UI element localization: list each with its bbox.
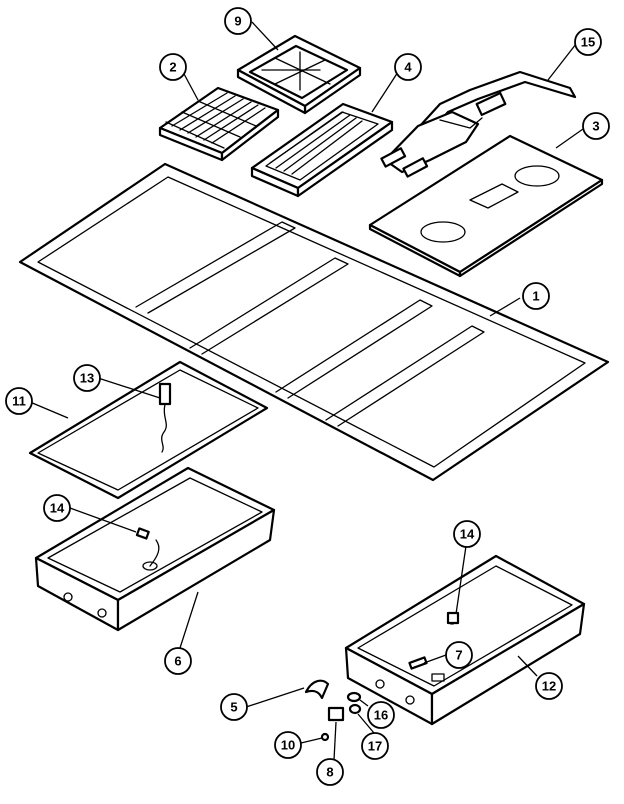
callout-7: 7: [445, 641, 473, 669]
plug-part-14-left: [135, 527, 150, 540]
callout-12: 12: [535, 672, 563, 700]
svg-text:6: 6: [174, 654, 181, 669]
burner-top-panel: [368, 134, 604, 278]
bracket-part-5: [304, 679, 330, 700]
svg-text:14: 14: [50, 501, 65, 516]
callout-2: 2: [159, 53, 187, 81]
svg-text:4: 4: [404, 60, 412, 75]
plug-part-14-right: [446, 611, 460, 625]
main-top-frame: [18, 162, 610, 482]
svg-text:15: 15: [581, 35, 595, 50]
leader-lines: [29, 21, 584, 761]
svg-text:10: 10: [281, 738, 295, 753]
right-drip-pan: [344, 554, 586, 726]
knob-part-16: [346, 691, 362, 703]
svg-text:3: 3: [592, 119, 599, 134]
callout-4: 4: [394, 53, 422, 81]
grill-cartridge: [250, 102, 394, 198]
callout-13: 13: [73, 364, 101, 392]
switch-part-8: [327, 706, 345, 722]
burner-grate: [236, 34, 362, 115]
burner-assembly: [380, 70, 577, 178]
callout-14-right: 14: [453, 520, 481, 548]
svg-text:17: 17: [368, 739, 382, 754]
callout-9: 9: [224, 7, 252, 35]
screw-part-7: [408, 656, 428, 670]
callout-15: 15: [574, 28, 602, 56]
svg-text:1: 1: [532, 289, 539, 304]
svg-text:9: 9: [234, 14, 241, 29]
callout-3: 3: [582, 112, 610, 140]
svg-text:7: 7: [455, 648, 462, 663]
left-drip-pan: [34, 466, 276, 632]
callout-16: 16: [367, 701, 395, 729]
callout-17: 17: [361, 732, 389, 760]
svg-text:11: 11: [12, 394, 26, 409]
wire-sensor: [158, 382, 172, 453]
callout-8: 8: [316, 758, 344, 786]
callout-6: 6: [164, 647, 192, 675]
cover-panel: [28, 360, 269, 500]
svg-text:14: 14: [460, 527, 475, 542]
callout-1: 1: [522, 282, 550, 310]
callout-5: 5: [220, 693, 248, 721]
grill-grate: [158, 86, 280, 162]
callout-10: 10: [274, 731, 302, 759]
screw-part-10: [320, 732, 330, 742]
callout-11: 11: [5, 387, 33, 415]
svg-text:16: 16: [374, 708, 388, 723]
callout-14-left: 14: [43, 494, 71, 522]
svg-text:8: 8: [326, 765, 333, 780]
nut-part-17: [348, 703, 362, 715]
svg-text:13: 13: [80, 371, 94, 386]
svg-text:2: 2: [169, 60, 176, 75]
svg-text:12: 12: [542, 679, 556, 694]
svg-text:5: 5: [230, 700, 237, 715]
